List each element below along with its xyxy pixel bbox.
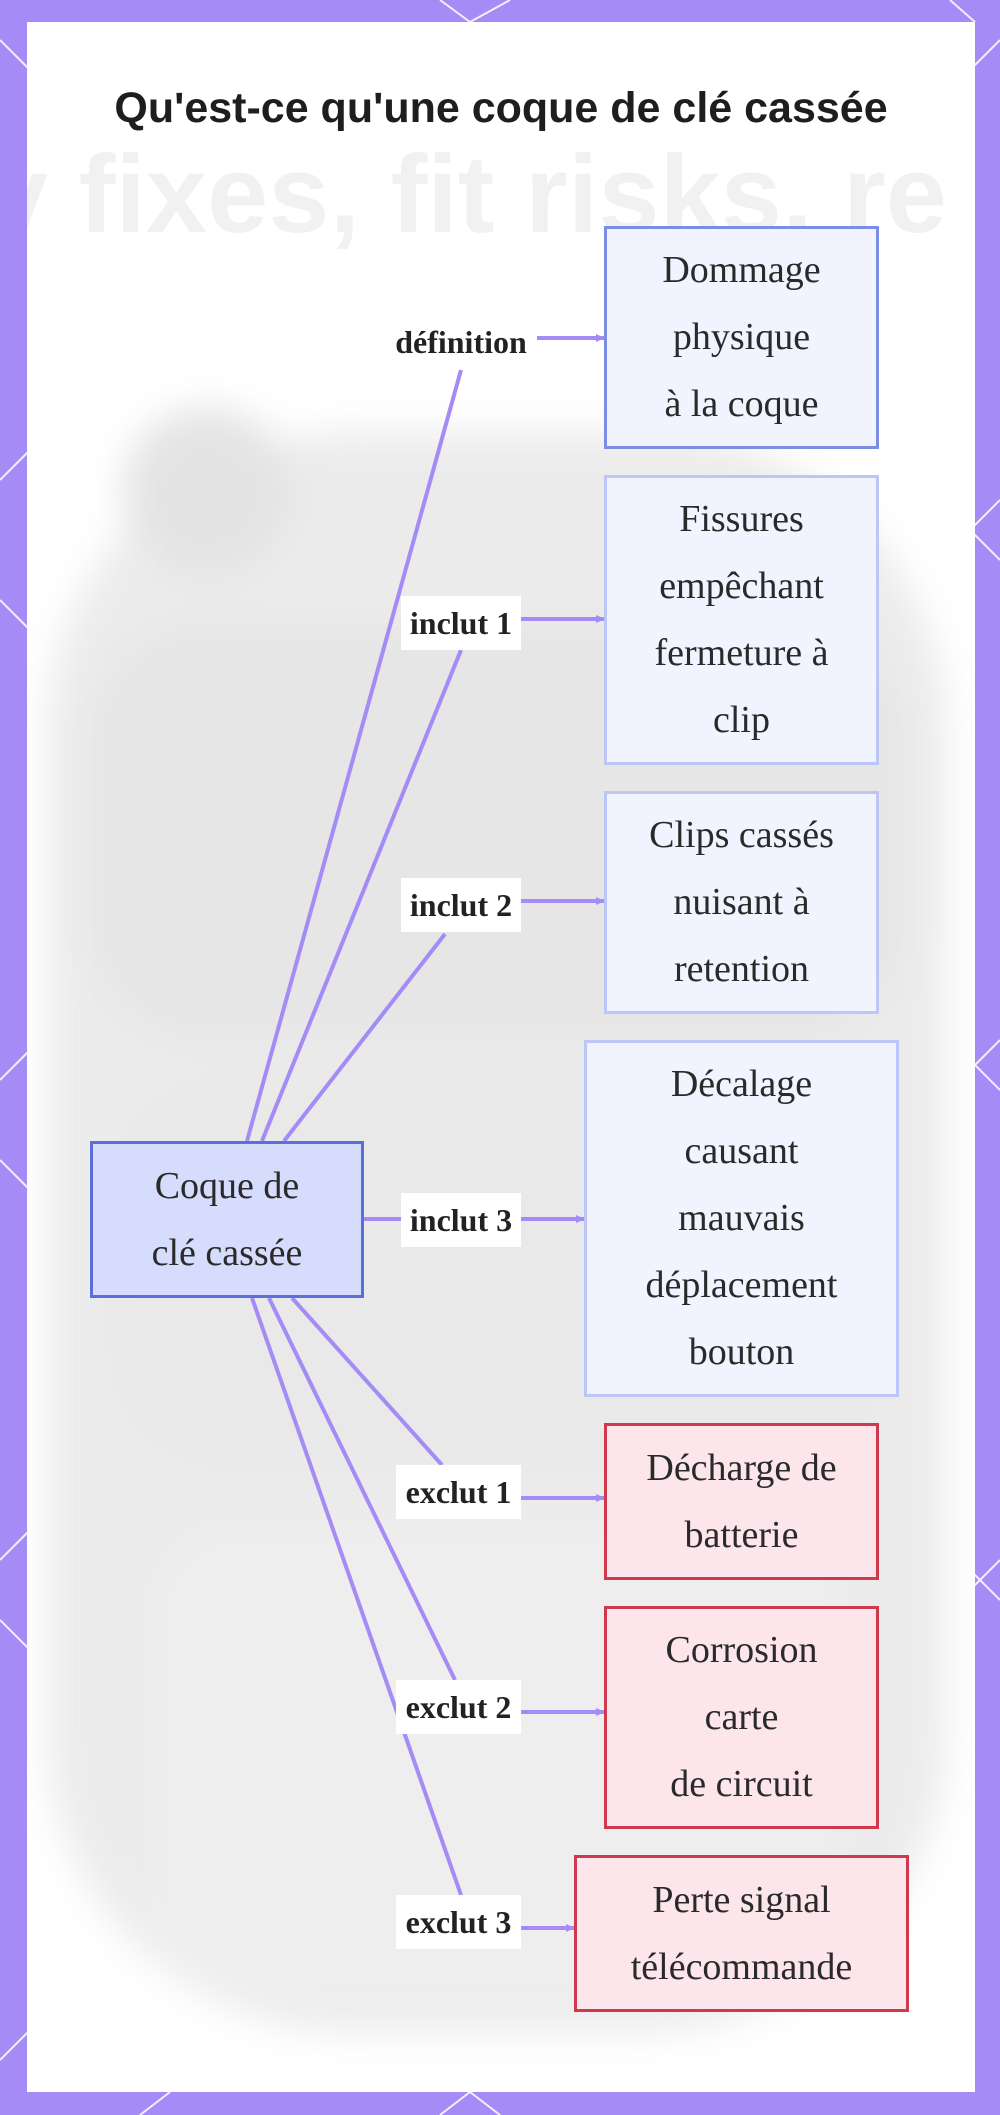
edge-label-include-3: inclut 3 xyxy=(401,1193,521,1247)
edge-label-include-1: inclut 1 xyxy=(401,596,521,650)
node-line: déplacement xyxy=(645,1264,838,1306)
node-line: fermeture à xyxy=(654,632,829,674)
node-line: de circuit xyxy=(670,1763,813,1805)
exclude-node-3: Perte signal télécommande xyxy=(574,1855,909,2012)
edge-label-include-2: inclut 2 xyxy=(401,878,521,932)
node-line: clip xyxy=(713,699,770,741)
edge-label-definition: définition xyxy=(395,324,527,360)
node-line: Décharge de xyxy=(646,1446,837,1489)
node-line: retention xyxy=(673,948,810,990)
exclude-node-2: Corrosion carte de circuit xyxy=(604,1606,879,1829)
edge-label-exclude-3: exclut 3 xyxy=(396,1895,521,1949)
include-node-1: Fissures empêchant fermeture à clip xyxy=(604,475,879,765)
node-line: Clips cassés xyxy=(649,814,834,856)
node-line: mauvais xyxy=(678,1197,805,1239)
node-line: Corrosion xyxy=(665,1629,818,1671)
edge-label-exclude-2: exclut 2 xyxy=(396,1680,521,1734)
include-node-2: Clips cassés nuisant à retention xyxy=(604,791,879,1014)
node-line: télécommande xyxy=(630,1945,853,1988)
edge-include-2 xyxy=(282,932,447,1143)
node-line: empêchant xyxy=(659,565,824,607)
edge-exclude-2 xyxy=(267,1297,457,1681)
center-node: Coque de clé cassée xyxy=(90,1141,364,1298)
node-line: batterie xyxy=(684,1513,799,1556)
node-line: bouton xyxy=(688,1331,795,1373)
center-node-line: clé cassée xyxy=(151,1231,303,1274)
edge-label-exclude-1: exclut 1 xyxy=(396,1465,521,1519)
node-line: causant xyxy=(684,1130,799,1172)
node-line: physique xyxy=(672,316,811,358)
edge-include-1 xyxy=(260,649,463,1142)
node-line: carte xyxy=(704,1696,779,1738)
node-line: nuisant à xyxy=(673,881,810,923)
diagram-title: Qu'est-ce qu'une coque de clé cassée xyxy=(114,84,888,132)
definition-node: Dommage physique à la coque xyxy=(604,226,879,449)
exclude-node-1: Décharge de batterie xyxy=(604,1423,879,1580)
edge-exclude-3 xyxy=(250,1297,463,1896)
node-line: Perte signal xyxy=(652,1878,831,1921)
diagram-card: y fixes, fit risks, re Qu'est-ce qu'une … xyxy=(27,22,975,2092)
edge-definition xyxy=(245,369,463,1142)
include-node-3: Décalage causant mauvais déplacement bou… xyxy=(584,1040,899,1397)
diagram-edges xyxy=(245,334,605,1932)
node-line: Décalage xyxy=(670,1063,813,1105)
center-node-line: Coque de xyxy=(154,1164,300,1207)
edge-exclude-1 xyxy=(290,1296,444,1467)
node-line: Fissures xyxy=(679,498,804,540)
node-line: Dommage xyxy=(662,249,821,291)
node-line: à la coque xyxy=(664,383,819,425)
